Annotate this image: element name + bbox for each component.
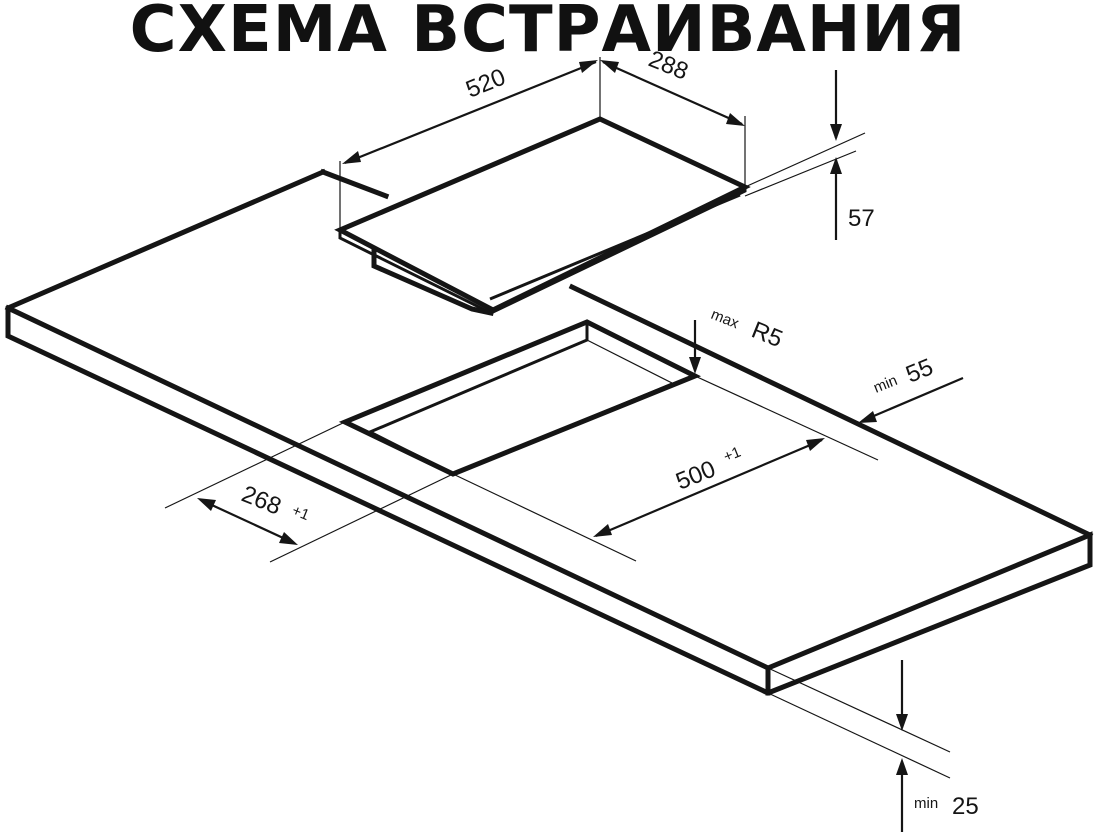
label-57: 57	[848, 205, 875, 232]
label-r5-prefix: max	[709, 306, 742, 333]
label-55-prefix: min	[871, 372, 900, 397]
label-500: 500	[672, 456, 719, 496]
dimension-268: 268 +1	[164, 421, 454, 563]
dimension-max-r5: max R5	[689, 306, 879, 461]
dimension-288: 288	[600, 46, 746, 187]
hob	[334, 116, 751, 316]
cutout	[338, 319, 702, 477]
label-520: 520	[462, 64, 509, 104]
dimension-57: 57	[744, 70, 875, 240]
label-25-prefix: min	[914, 795, 938, 812]
label-r5-value: R5	[748, 317, 787, 354]
label-268: 268	[238, 481, 285, 521]
dimension-min-25: min 25	[767, 660, 979, 832]
label-500-tolerance: +1	[721, 444, 743, 466]
dimension-520: 520	[339, 57, 601, 230]
label-288: 288	[645, 46, 692, 86]
label-268-tolerance: +1	[290, 502, 312, 524]
label-55-value: 55	[902, 354, 937, 389]
label-25-value: 25	[952, 793, 979, 820]
dimension-min-55: min 55	[858, 354, 964, 423]
countertop	[4, 168, 1094, 696]
page-title: СХЕМА ВСТРАИВАНИЯ	[129, 0, 967, 67]
